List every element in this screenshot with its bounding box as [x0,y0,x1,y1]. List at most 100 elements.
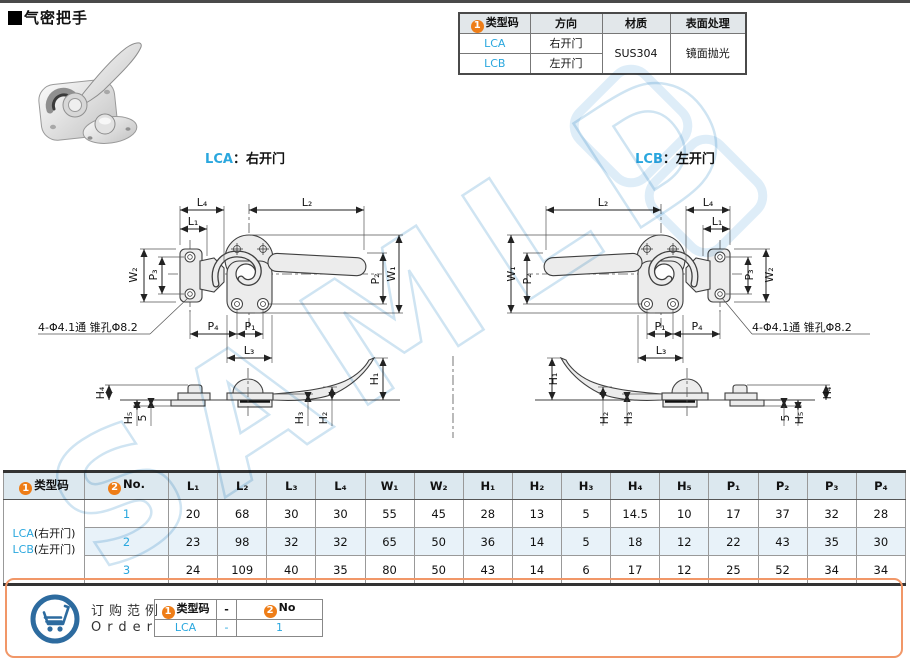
dim-cell: 24 [167,555,219,585]
lca-top-view-svg: L₄ L₁ L₂ W₂ P₃ P₂ W₁ P₄ P₁ L₃ 4-Φ4.1通 锥孔… [38,196,403,363]
dim-label-5: 5 [136,415,149,422]
dim-cell: 35 [806,527,857,556]
dim-cell: 18 [610,527,661,556]
order-label-en: Order [91,620,158,635]
dim-header: P₄ [855,471,907,500]
dim-header: L₄ [315,471,366,500]
dim-cell: 14 [511,555,563,585]
code-lca-link[interactable]: LCA [12,526,34,540]
dim-cell: 17 [610,555,661,585]
dim-cell: 52 [757,555,808,585]
dim-header: H₂ [511,471,563,500]
lca-drawing-title: LCA：右开门 [205,152,285,167]
dim-header: L₂ [217,471,268,500]
lca-side-view: H₄ H₅ 5 H₃ H₂ H₁ [95,356,495,456]
lcb-side-view-svg: H₁ H₂ H₃ 5 H₅ H₄ [480,356,834,456]
dim-label-L4: L₄ [703,196,714,209]
lca-side-view-svg: H₄ H₅ 5 H₃ H₂ H₁ [95,356,454,438]
dim-cell: 12 [659,555,710,585]
dim-cell: 28 [462,499,513,528]
dim-label-P2: P₂ [369,273,382,284]
dim-label-H5: H₅ [793,412,806,425]
dim-cell: 14 [511,527,563,556]
dim-cell: 22 [708,527,759,556]
hole-note-lca: 4-Φ4.1通 锥孔Φ8.2 [38,321,138,334]
order-code: LCA [154,618,217,637]
dim-header: H₅ [659,471,710,500]
dim-cell: 23 [167,527,219,556]
top-divider [0,0,910,3]
dim-label-H1: H₁ [547,373,560,386]
order-dash: - [216,618,237,637]
spec-code-lca[interactable]: LCA [458,32,531,54]
dim-cell: 45 [413,499,464,528]
dim-cell: 20 [167,499,219,528]
dim-cell: 14.5 [610,499,661,528]
spec-header-material: 材质 [601,12,671,34]
dim-cell: 5 [560,499,612,528]
dim-header: H₃ [560,471,612,500]
dim-cell: 13 [511,499,563,528]
dim-label-P3: P₃ [147,269,160,280]
dim-label-W2: W₂ [763,267,776,282]
row-no[interactable]: 1 [84,499,169,528]
order-no: 1 [236,618,323,637]
dim-label-H3: H₃ [293,412,306,425]
product-photo [38,42,142,144]
lcb-top-view: LCB：左开门 L₂ L₄ L₁ W₁ P₂ P₃ W₂ P₄ P₁ L₃ 4-… [460,148,890,363]
spec-dir-lcb: 左开门 [529,52,603,74]
table-row: 2 23 98 32 32 65 50 36 14 5 18 12 22 43 … [4,527,907,556]
dim-label-L2: L₂ [598,196,609,209]
dim-label-L3: L₃ [244,344,255,357]
dim-header: L₁ [167,471,219,500]
dim-cell: 80 [364,555,415,585]
dim-label-H2: H₂ [598,412,611,425]
dim-cell: 12 [659,527,710,556]
badge-1: 1 [161,605,175,619]
dim-header: P₃ [806,471,857,500]
keeper-piece [82,113,138,144]
row-no[interactable]: 2 [84,527,169,556]
order-label-cn: 订购范例 [91,604,164,619]
dim-header: H₄ [610,471,661,500]
dim-cell: 68 [217,499,268,528]
dim-label-W1: W₁ [385,266,398,281]
dim-label-W1: W₁ [505,266,518,281]
lcb-top-view-svg: L₂ L₄ L₁ W₁ P₂ P₃ W₂ P₄ P₁ L₃ 4-Φ4.1通 锥孔… [460,196,870,377]
dim-label-H4: H₄ [95,386,107,399]
row-no[interactable]: 3 [84,555,169,585]
dim-label-P1: P₁ [654,320,665,333]
dim-cell: 36 [462,527,513,556]
lever-arm [77,42,142,107]
dim-label-L2: L₂ [302,196,313,209]
dim-cell: 30 [855,527,907,556]
dim-label-P2: P₂ [521,273,534,284]
dim-cell: 55 [364,499,415,528]
badge-1: 1 [19,482,33,496]
code-lcb-link[interactable]: LCB [12,542,34,556]
dim-header: W₁ [364,471,415,500]
spec-code-lcb[interactable]: LCB [458,52,531,74]
dim-cell: 25 [708,555,759,585]
dim-header: P₁ [708,471,759,500]
lca-top-view: LCA：右开门 [30,148,460,363]
dim-label-L3: L₃ [656,344,667,357]
dim-header: W₂ [413,471,464,500]
dim-label-5: 5 [779,415,792,422]
spec-finish: 镜面抛光 [669,32,747,74]
dim-cell: 65 [364,527,415,556]
dim-cell: 32 [806,499,857,528]
dim-label-P3: P₃ [743,269,756,280]
dim-cell: 17 [708,499,759,528]
spec-header-direction: 方向 [529,12,603,34]
dim-cell: 30 [266,499,317,528]
dim-label-H4: H₄ [821,386,834,399]
